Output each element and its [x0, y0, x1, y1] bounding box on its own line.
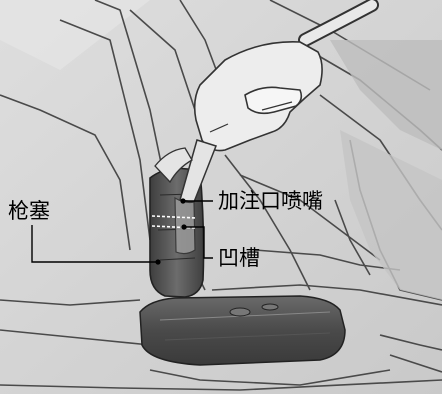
plunger-label: 枪塞 [8, 199, 50, 223]
frame-shadow [340, 130, 442, 300]
watermark-shape [0, 0, 150, 70]
nozzle-label: 加注口喷嘴 [218, 189, 323, 213]
pump-nozzle-handle [193, 41, 323, 152]
leader-lines [31, 200, 213, 263]
groove-label: 凹槽 [218, 246, 260, 270]
leader-groove [184, 226, 213, 259]
fuel-tank [139, 295, 346, 366]
leader-dots [155, 198, 187, 265]
seat-panel [330, 40, 442, 150]
leader-plunger [31, 225, 158, 263]
